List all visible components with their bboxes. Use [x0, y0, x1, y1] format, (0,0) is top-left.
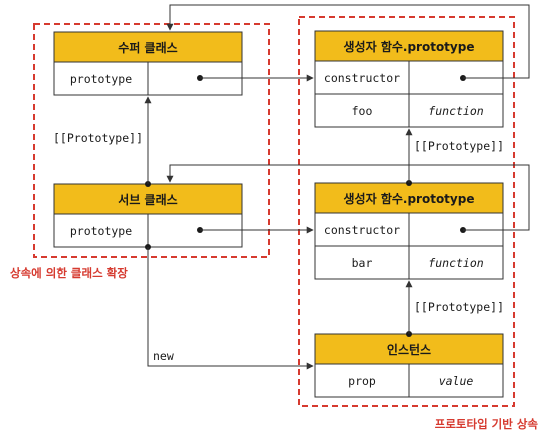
instance-prop-key: prop [348, 374, 376, 388]
sub-ctor-bar-value: function [428, 256, 483, 270]
super-constructor-arrow [166, 4, 530, 79]
super-ctor-foo-value: function [428, 104, 483, 118]
super-ctor-constructor-key: constructor [324, 71, 400, 85]
class-extension-region [33, 23, 270, 258]
prototype-inheritance-region [298, 16, 515, 407]
sub-class-prototype-key: prototype [70, 224, 132, 238]
sub-class-title: 서브 클래스 [118, 192, 177, 207]
super-ctor-prototype-title: 생성자 함수.prototype [344, 39, 475, 54]
right-proto-lower-label: [[Prototype]] [414, 300, 504, 314]
instance-title: 인스턴스 [387, 342, 431, 357]
super-class-prototype-key: prototype [70, 72, 132, 86]
super-ctor-foo-key: foo [352, 104, 373, 118]
sub-constructor-arrow [166, 164, 530, 231]
left-proto-label: [[Prototype]] [53, 131, 143, 145]
instance-prop-value: value [439, 374, 474, 388]
new-arrow [147, 247, 314, 370]
prototype-inheritance-caption: 프로토타입 기반 상속 [435, 417, 539, 431]
super-class-box: 수퍼 클래스 prototype [53, 31, 243, 96]
right-proto-upper-label: [[Prototype]] [414, 139, 504, 153]
sub-ctor-prototype-box: 생성자 함수.prototype constructor bar functio… [314, 182, 504, 280]
super-class-title: 수퍼 클래스 [118, 40, 177, 55]
sub-class-box: 서브 클래스 prototype [53, 183, 243, 248]
sub-ctor-constructor-key: constructor [324, 223, 400, 237]
class-extension-caption: 상속에 의한 클래스 확장 [10, 266, 128, 280]
sub-ctor-bar-key: bar [352, 256, 373, 270]
new-label: new [153, 349, 174, 363]
sub-ctor-prototype-title: 생성자 함수.prototype [344, 191, 475, 206]
instance-box: 인스턴스 prop value [314, 333, 504, 398]
super-ctor-prototype-box: 생성자 함수.prototype constructor foo functio… [314, 30, 504, 128]
